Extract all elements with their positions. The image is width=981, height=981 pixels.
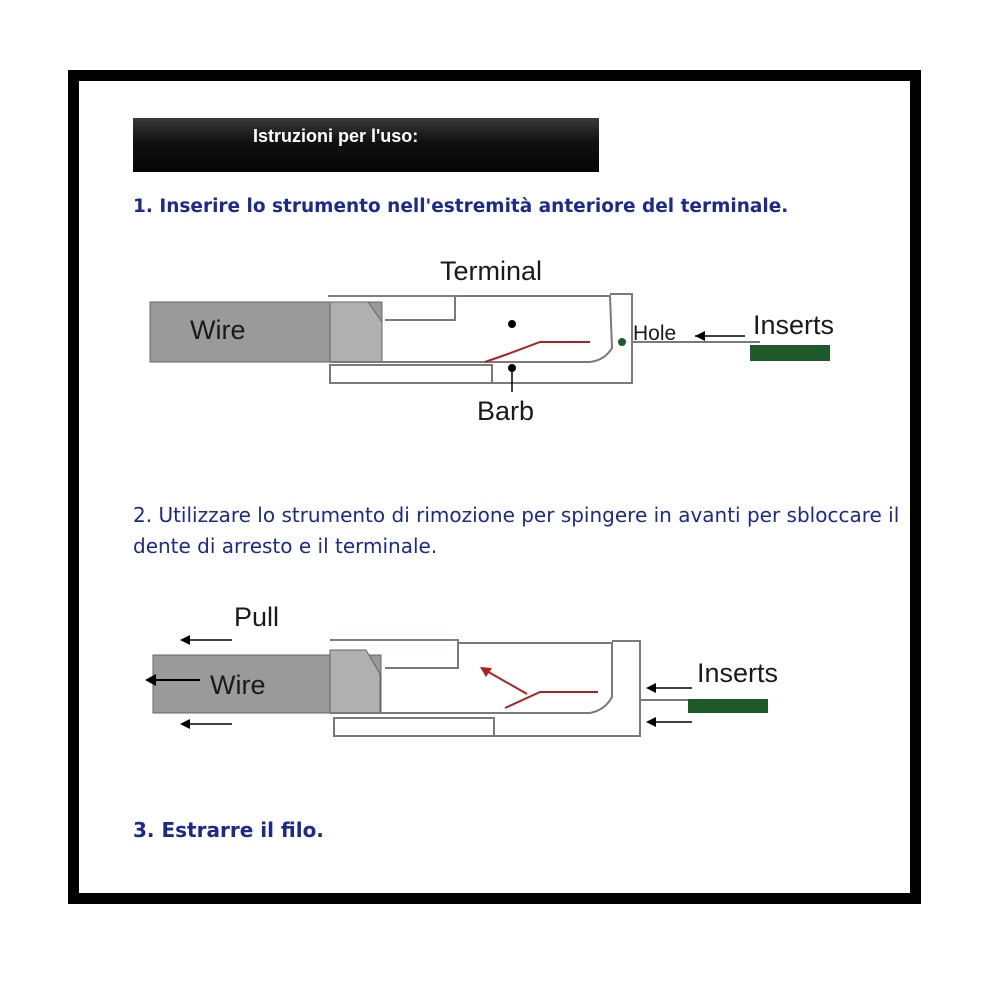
center-dot: [508, 320, 516, 328]
instruction-frame: [68, 70, 921, 904]
wire-end-2: [329, 649, 381, 714]
wire-label-2: Wire: [210, 670, 266, 700]
step-3-text: 3. Estrarre il filo.: [133, 818, 324, 842]
terminal-label: Terminal: [440, 256, 542, 286]
pull-label: Pull: [234, 602, 279, 632]
barb-lift-arrow: [484, 669, 528, 695]
push-arrow-top-head: [646, 683, 656, 693]
wire-end: [329, 301, 383, 363]
barb-label: Barb: [477, 396, 534, 426]
terminal-housing: [328, 293, 760, 384]
hole-label: Hole: [633, 322, 676, 345]
insert-tool: [750, 345, 830, 361]
inserts-label-2: Inserts: [697, 658, 778, 688]
pull-arrow-top-head: [180, 635, 190, 645]
title-banner: Istruzioni per l'uso:: [133, 118, 599, 172]
insert-arrow-head: [695, 331, 705, 341]
insert-tool-2: [688, 699, 768, 713]
inserts-label: Inserts: [753, 310, 834, 340]
wire-label: Wire: [190, 315, 246, 345]
barb-line-2: [504, 691, 598, 709]
barb-line: [484, 341, 590, 363]
step-1-text: 1. Inserire lo strumento nell'estremità …: [133, 196, 789, 217]
pull-arrow-bottom-head: [180, 719, 190, 729]
terminal-housing-2: [330, 639, 690, 737]
barb-lift-arrow-head: [480, 667, 492, 677]
pull-arrow-middle-head: [145, 674, 156, 686]
step-2-text: 2. Utilizzare lo strumento di rimozione …: [133, 503, 900, 558]
hole-dot: [618, 338, 626, 346]
push-arrow-bottom-head: [646, 717, 656, 727]
page-title: Istruzioni per l'uso:: [253, 126, 419, 146]
